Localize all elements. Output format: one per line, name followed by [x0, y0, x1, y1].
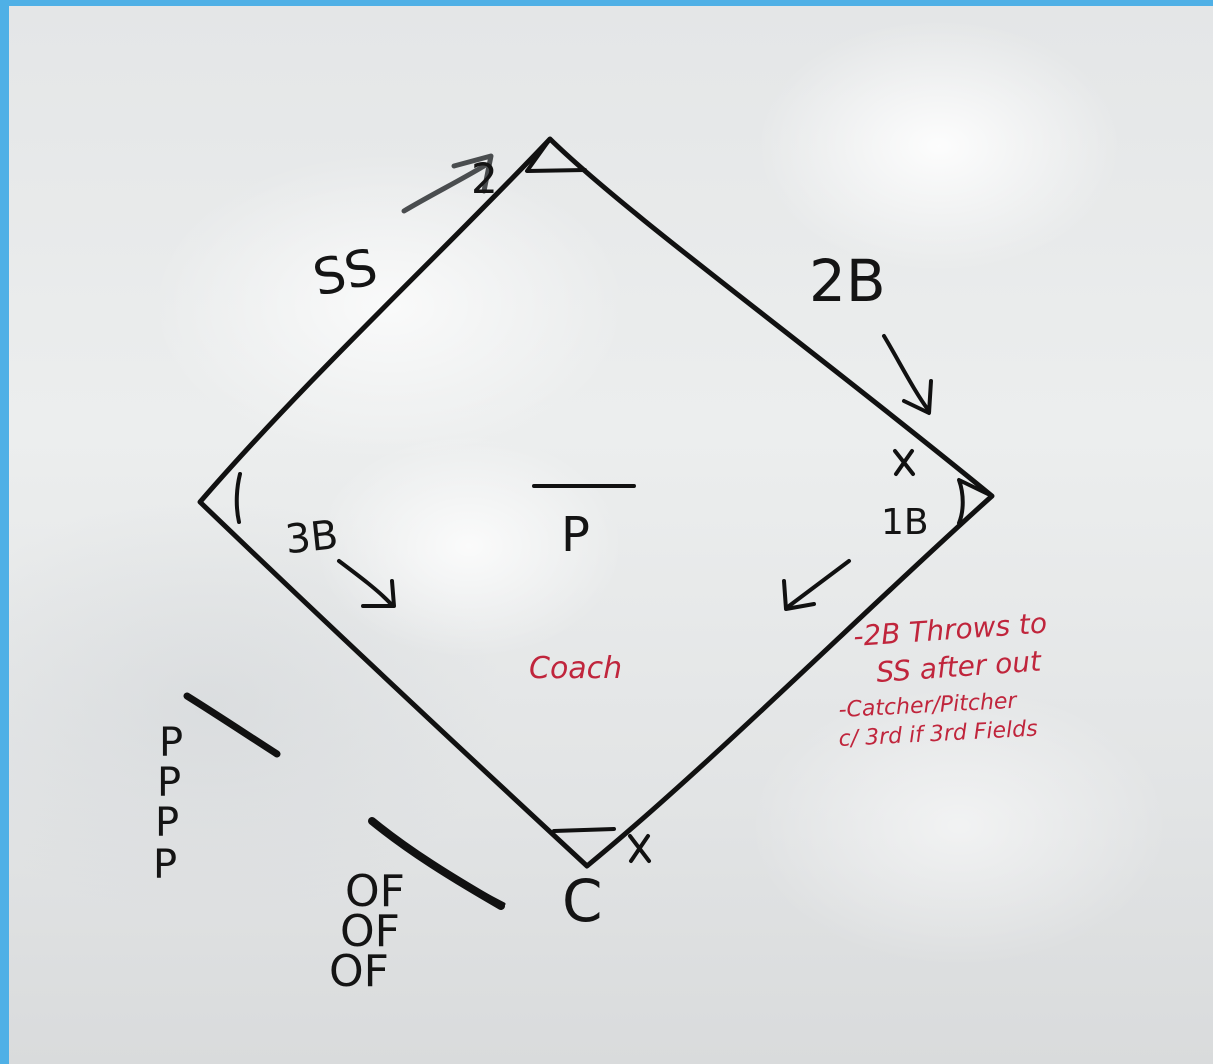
x-mark-home: [628, 834, 651, 863]
pitcher-queue-2: P: [157, 760, 181, 806]
note-line-4: c/ 3rd if 3rd Fields: [838, 717, 1038, 752]
ss-arrow: [401, 163, 487, 214]
first-base-return-arrow-head: [782, 579, 816, 611]
whiteboard: SS 2 2B 1B 3B P Coach C x OF OF OF P P P…: [9, 6, 1213, 1064]
label-coach: Coach: [529, 651, 622, 686]
diamond-diagram: SS 2 2B 1B 3B P Coach C x OF OF OF P P P…: [153, 136, 1048, 997]
label-ss: SS: [308, 238, 382, 308]
second-base-marker: [525, 137, 587, 173]
label-outfield-1: OF: [345, 866, 405, 917]
label-3b: 3B: [283, 512, 340, 563]
second-baseman-arrow: [882, 334, 931, 413]
label-pitcher: P: [561, 507, 590, 563]
label-catcher: C: [562, 867, 603, 935]
pitcher-queue-3: P: [155, 800, 179, 846]
note-line-3: -Catcher/Pitcher: [838, 689, 1019, 723]
note-line-2: SS after out: [875, 644, 1043, 688]
x-mark-first-base: [893, 449, 915, 476]
pitchers-bench-line: [183, 692, 281, 758]
label-1b: 1B: [881, 502, 929, 543]
first-base-marker: [957, 478, 994, 525]
pitcher-queue-1: P: [159, 720, 183, 766]
third-baseman-arrow: [337, 559, 393, 606]
infield-diamond: [197, 136, 995, 869]
label-outfield-2: OF: [340, 906, 400, 957]
outfield-bench-line-2: [377, 826, 506, 906]
pitcher-queue-4: P: [153, 842, 177, 888]
third-base-marker: [234, 472, 242, 524]
ss-arrow-head: [451, 153, 494, 194]
label-2-destination: 2: [471, 154, 498, 203]
second-baseman-arrow-head: [902, 379, 933, 415]
home-plate-marker: [552, 827, 616, 833]
third-baseman-arrow-head: [361, 579, 396, 608]
first-base-return-arrow: [787, 559, 851, 608]
label-outfield-3: OF: [329, 946, 389, 997]
label-2b: 2B: [809, 247, 886, 315]
